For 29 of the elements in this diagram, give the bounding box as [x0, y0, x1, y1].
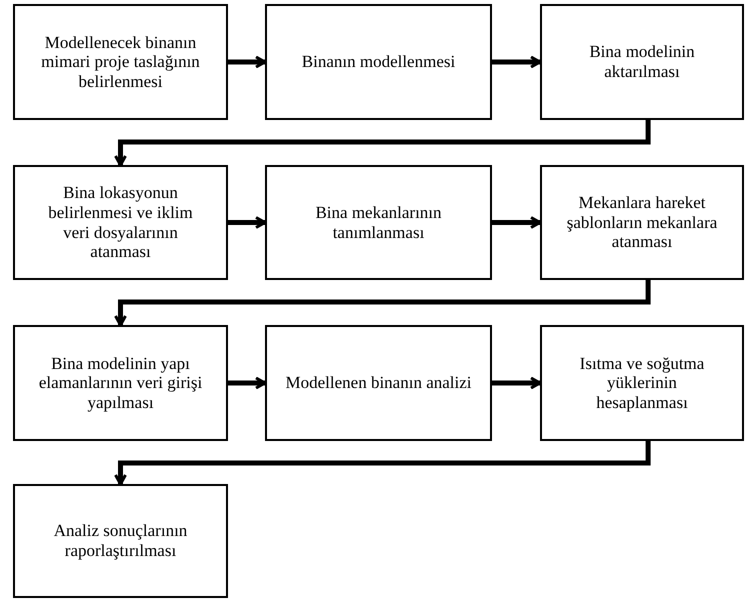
arrow: [114, 280, 651, 326]
step-text: Bina modelinin aktarılması: [588, 42, 696, 82]
process-box: [265, 165, 492, 280]
arrow: [492, 56, 542, 68]
step-text: Bina modelinin yapı elamanlarının veri girişi yapılması: [38, 354, 204, 412]
step-text: Bina mekanlarının tanımlanması: [314, 202, 443, 242]
arrow: [228, 376, 266, 390]
process-box: [13, 4, 228, 120]
process-box: [540, 4, 744, 120]
step-text: Modellenen binanın analizi: [286, 373, 472, 393]
arrow: [114, 441, 651, 486]
process-box: [265, 325, 492, 441]
process-box: [13, 165, 228, 280]
arrow: [492, 216, 542, 229]
step-text: Analiz sonuçlarının raporlaştırılması: [52, 521, 188, 561]
process-box: [540, 325, 744, 441]
process-box: [540, 165, 744, 280]
process-box: [265, 4, 492, 120]
arrow: [228, 216, 266, 229]
process-box: [13, 484, 228, 598]
step-text: Isıtma ve soğutma yüklerinin hesaplanması: [578, 354, 706, 412]
step-text: Modellenecek binanın mimari proje taslağının belirlenmesi: [40, 32, 201, 92]
step-text: Bina lokasyonun belirlenmesi ve iklim veri dosyalarının atanması: [47, 183, 194, 262]
arrow: [228, 56, 266, 68]
process-box: [13, 325, 228, 441]
step-text: Mekanlara hareket şablonların mekanlara atanması: [566, 193, 718, 252]
arrow: [492, 376, 542, 390]
arrow: [114, 120, 651, 166]
step-text: Binanın modellenmesi: [302, 52, 456, 72]
